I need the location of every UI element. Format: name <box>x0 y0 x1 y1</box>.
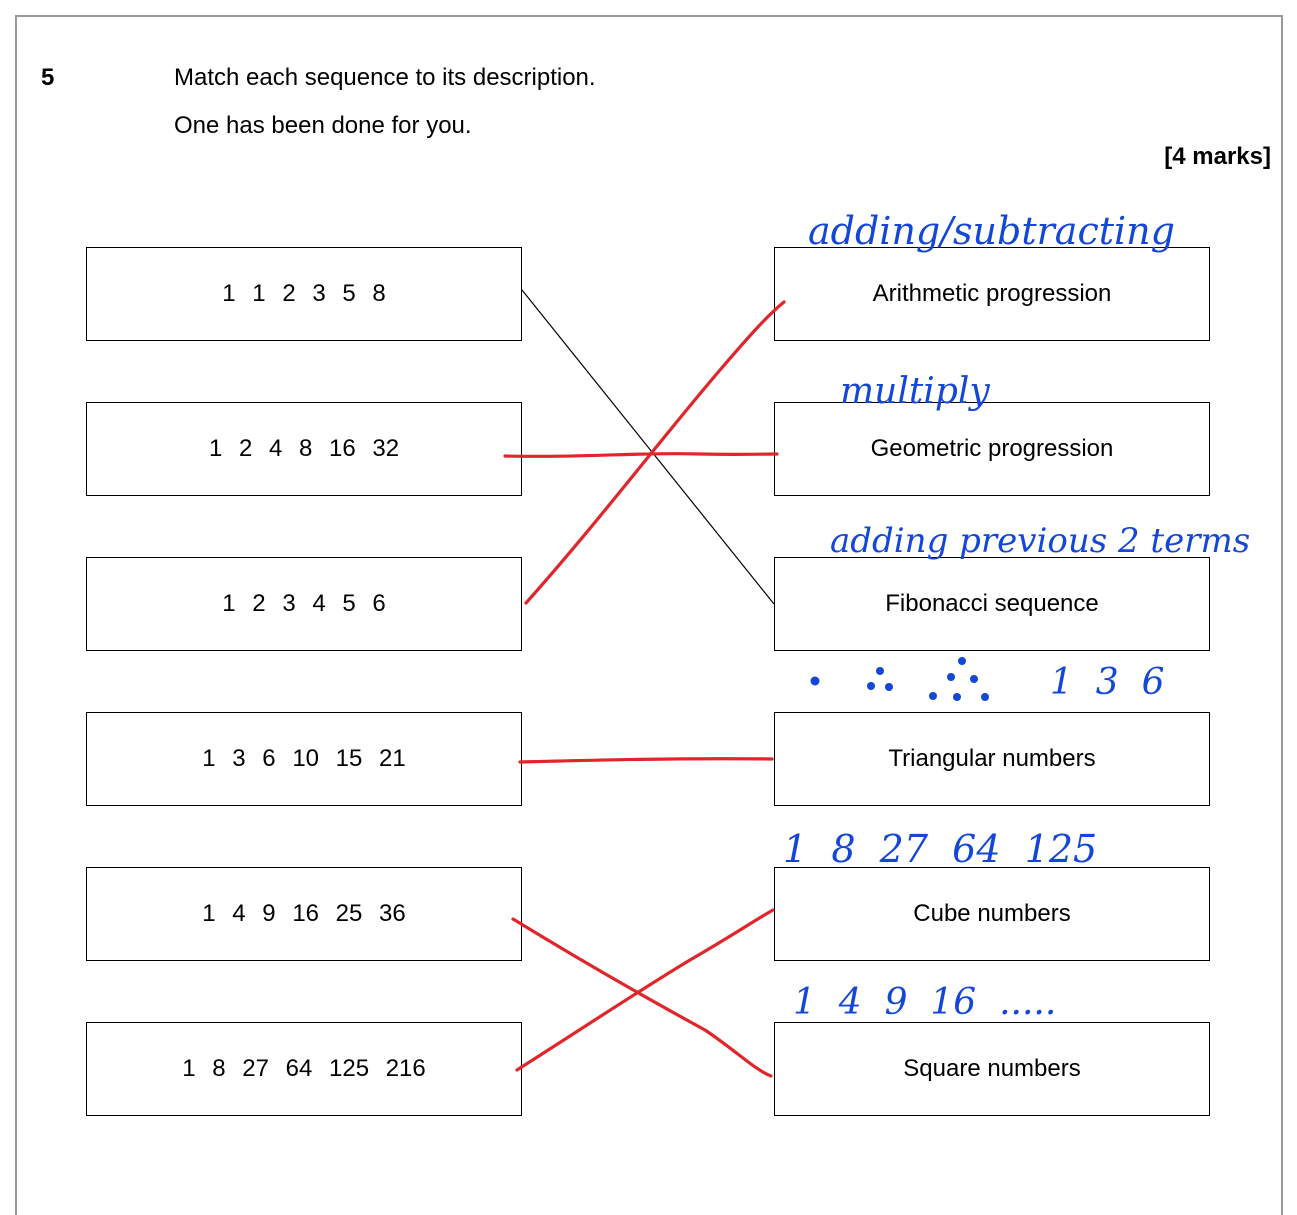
sequence-box-arithmetic[interactable]: 1 2 3 4 5 6 <box>86 557 522 651</box>
sequence-text: 1 1 2 3 5 8 <box>222 280 386 307</box>
sequence-text: 1 3 6 10 15 21 <box>202 745 406 772</box>
description-text: Cube numbers <box>913 900 1071 927</box>
question-instruction: Match each sequence to its description. <box>174 64 596 91</box>
description-text: Geometric progression <box>870 435 1114 462</box>
description-box-cube[interactable]: Cube numbers <box>774 867 1210 961</box>
sequence-box-triangular[interactable]: 1 3 6 10 15 21 <box>86 712 522 806</box>
sequence-text: 1 4 9 16 25 36 <box>202 900 406 927</box>
marks-label: [4 marks] <box>1164 143 1271 170</box>
sequence-box-fibonacci[interactable]: 1 1 2 3 5 8 <box>86 247 522 341</box>
sequence-text: 1 2 3 4 5 6 <box>222 590 386 617</box>
description-box-arithmetic[interactable]: Arithmetic progression <box>774 247 1210 341</box>
sequence-box-square[interactable]: 1 4 9 16 25 36 <box>86 867 522 961</box>
description-text: Triangular numbers <box>888 745 1096 772</box>
question-note: One has been done for you. <box>174 112 472 139</box>
question-number: 5 <box>41 64 55 91</box>
description-box-square[interactable]: Square numbers <box>774 1022 1210 1116</box>
sequence-box-cube[interactable]: 1 8 27 64 125 216 <box>86 1022 522 1116</box>
description-text: Square numbers <box>903 1055 1081 1082</box>
description-box-triangular[interactable]: Triangular numbers <box>774 712 1210 806</box>
description-text: Arithmetic progression <box>872 280 1112 307</box>
sequence-box-geometric[interactable]: 1 2 4 8 16 32 <box>86 402 522 496</box>
description-box-geometric[interactable]: Geometric progression <box>774 402 1210 496</box>
description-box-fibonacci[interactable]: Fibonacci sequence <box>774 557 1210 651</box>
sequence-text: 1 8 27 64 125 216 <box>182 1055 426 1082</box>
description-text: Fibonacci sequence <box>885 590 1099 617</box>
sequence-text: 1 2 4 8 16 32 <box>208 435 400 462</box>
